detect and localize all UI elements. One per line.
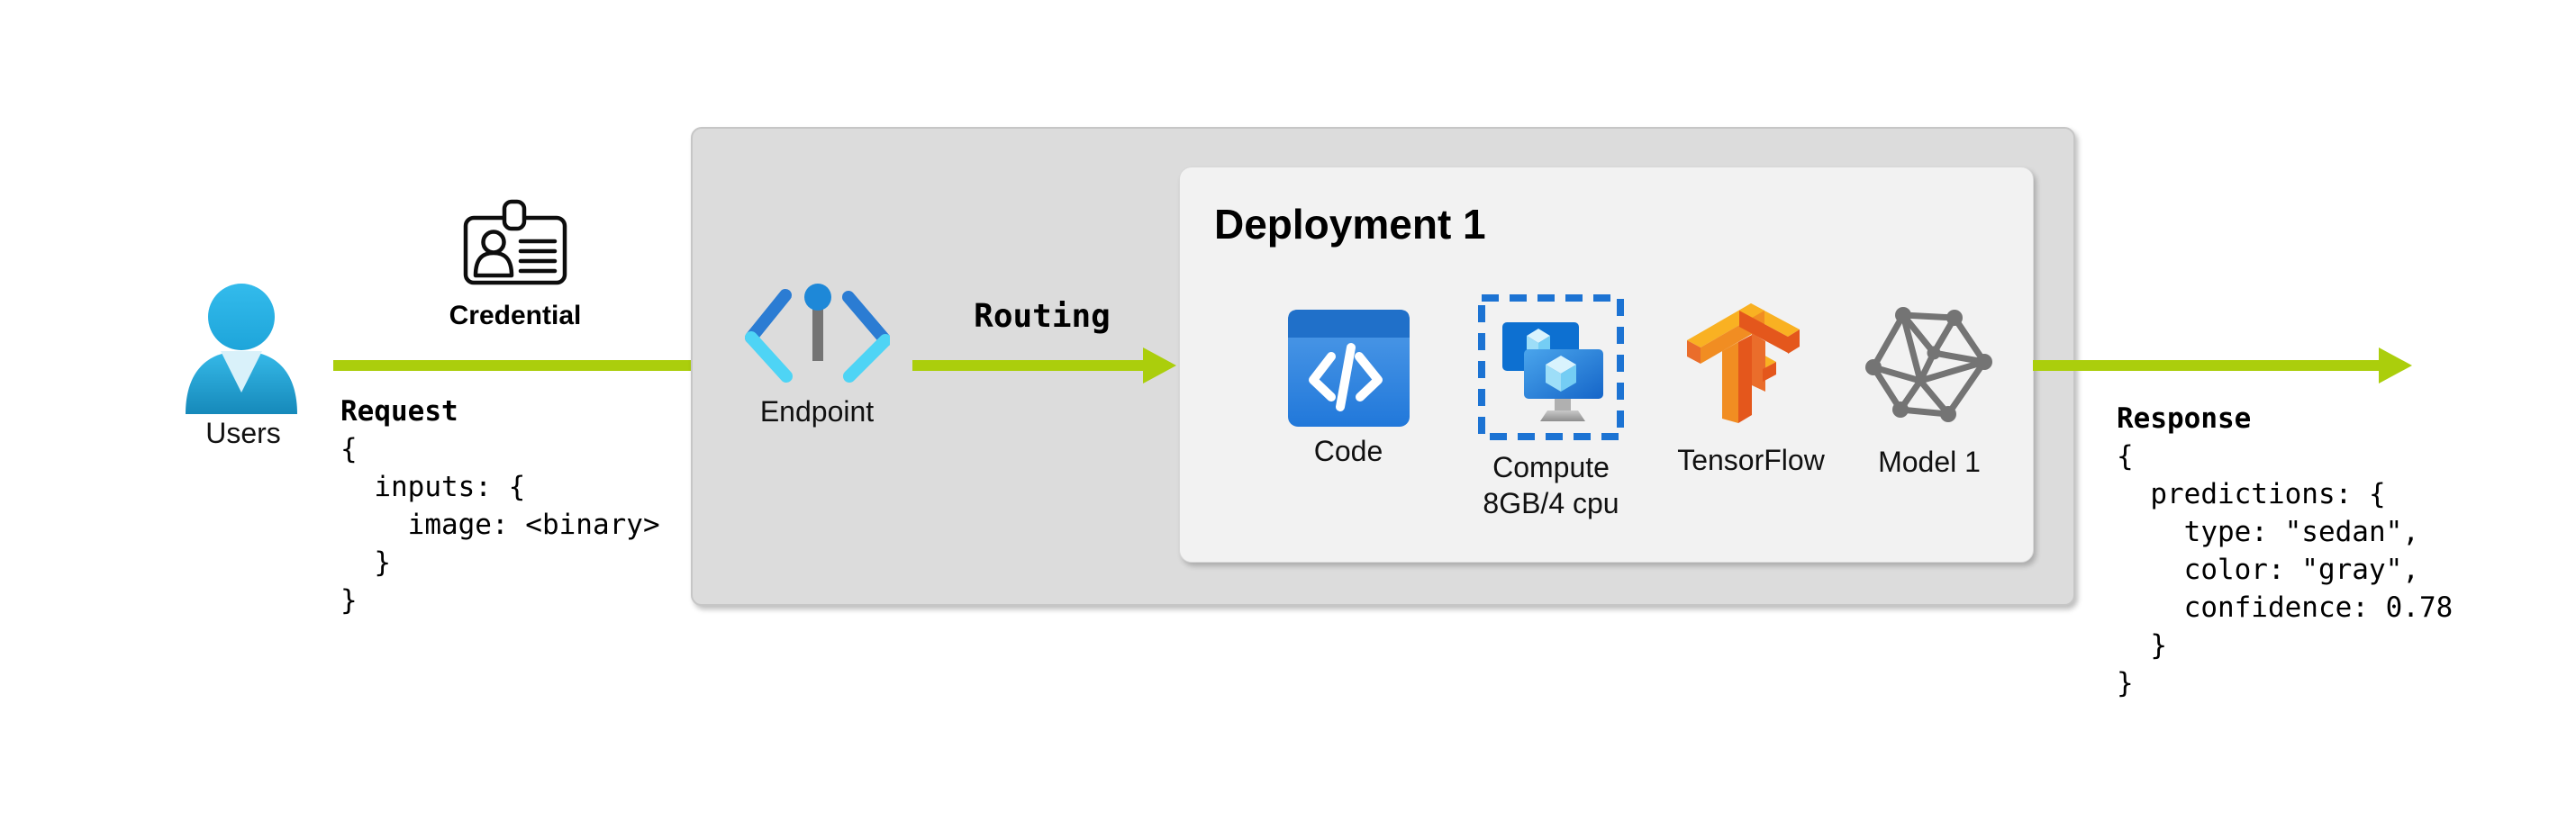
response-block: Response { predictions: { type: "sedan",… xyxy=(2117,400,2453,702)
model-label: Model 1 xyxy=(1878,446,1981,478)
code-window-icon xyxy=(1288,310,1410,427)
deployment-title: Deployment 1 xyxy=(1214,201,1486,248)
response-arrow-icon xyxy=(2033,347,2412,383)
response-title: Response xyxy=(2117,402,2252,435)
code-label: Code xyxy=(1313,435,1383,467)
request-body: { inputs: { image: <binary> } } xyxy=(340,433,660,617)
routing-arrow-icon xyxy=(912,347,1176,383)
response-body: { predictions: { type: "sedan", color: "… xyxy=(2117,440,2454,699)
id-badge-icon xyxy=(463,199,567,285)
request-block: Request { inputs: { image: <binary> } } xyxy=(340,392,660,619)
compute-selection-border xyxy=(1478,294,1624,440)
compute-label: Compute xyxy=(1492,451,1610,483)
routing-label: Routing xyxy=(974,298,1111,335)
compute-spec-label: 8GB/4 cpu xyxy=(1483,487,1619,519)
users-label: Users xyxy=(205,417,281,449)
tensorflow-logo-icon xyxy=(1687,303,1800,423)
request-arrow-icon xyxy=(333,347,728,383)
model-network-icon xyxy=(1865,307,1992,422)
credential-label: Credential xyxy=(449,301,582,330)
tensorflow-label: TensorFlow xyxy=(1677,444,1825,476)
person-icon xyxy=(186,284,297,414)
endpoint-brackets-icon xyxy=(745,284,890,383)
request-title: Request xyxy=(340,395,458,428)
virtual-machines-icon xyxy=(1502,322,1603,421)
endpoint-label: Endpoint xyxy=(759,395,875,428)
